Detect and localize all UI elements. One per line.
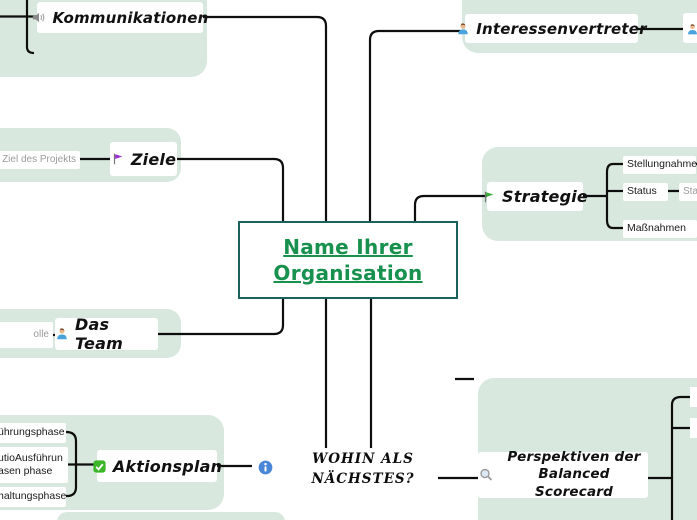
node-label: Das Team [75,315,123,353]
node-label: Ziele [130,149,177,169]
checkbox-icon [92,459,107,474]
node-massnahmen[interactable]: Maßnahmen [623,220,697,238]
node-ziel-des-projekts[interactable]: Ziel des Projekts [0,151,80,169]
node-aktionsplan[interactable]: Aktionsplan [93,450,222,482]
node-das-team[interactable]: Das Team [55,315,158,353]
node-perspektiven-child1-cutoff[interactable] [690,387,697,407]
purple-flag-icon [111,152,125,166]
node-label: haltungsphase [0,490,67,503]
node-perspektiven-child2-cutoff[interactable] [690,418,697,438]
node-label: Interessenvertreter [476,19,647,38]
speaker-icon [31,10,46,25]
node-label: Strategie [502,187,588,206]
branch-region-bottom-peek [57,512,285,520]
node-strategie[interactable]: Strategie [484,182,588,211]
node-stellungnahme[interactable]: Stellungnahme [623,156,697,174]
node-phase1-cutoff[interactable]: ührungsphase [0,423,66,443]
node-wohin-als-naechstes[interactable]: WOHIN ALS NÄCHSTES? [303,449,423,490]
node-label: Ziel des Projekts [2,153,76,165]
node-label: Sta [683,185,697,197]
center-title-line1: Name Ihrer [283,235,413,259]
person-icon [456,22,470,36]
node-status-ghost-cutoff[interactable]: Sta [679,183,697,201]
node-label: Aktionsplan [112,456,223,476]
magnifier-icon [478,467,494,483]
node-label: Maßnahmen [627,222,686,235]
center-title-line2: Organisation [273,261,423,285]
node-status[interactable]: Status [623,183,668,201]
node-ziele[interactable]: Ziele [110,142,177,176]
green-flag-icon [482,190,496,204]
node-interessenvertreter[interactable]: Interessenvertreter [458,14,647,43]
node-label: Kommunikationen [52,8,209,27]
node-phase3-cutoff[interactable]: haltungsphase [0,487,66,507]
person-icon [55,327,69,341]
node-ghost-olle-cutoff[interactable]: olle [0,322,53,348]
node-label: Stellungnahme [627,158,697,171]
node-label-line1: WOHIN ALS [312,451,414,467]
person-icon [686,21,697,40]
node-label-line2: NÄCHSTES? [311,471,415,488]
info-icon[interactable] [258,460,273,475]
node-label: ührungsphase [0,426,65,439]
node-center-organisation[interactable]: Name Ihrer Organisation [238,221,458,299]
node-label: Status [627,185,657,198]
node-label: olle [33,328,49,340]
node-kommunikationen[interactable]: Kommunikationen [33,2,208,33]
node-interessenvertreter-child-cutoff[interactable] [683,13,697,43]
